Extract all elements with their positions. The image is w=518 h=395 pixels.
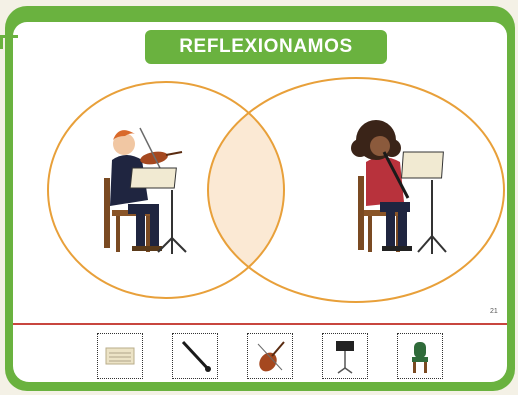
chair-icon [412, 342, 428, 373]
thumbnail-chair[interactable] [397, 333, 443, 379]
divider-line [13, 323, 507, 325]
music-stand-icon [336, 341, 354, 374]
page-number: 21 [490, 308, 498, 315]
venn-left-circle [47, 81, 285, 299]
clarinet-icon [181, 340, 211, 372]
violin-icon [257, 341, 285, 372]
sheet-music-icon [105, 347, 135, 365]
thumbnail-sheet-music[interactable] [97, 333, 143, 379]
thumbnail-music-stand[interactable] [322, 333, 368, 379]
venn-right-circle [207, 77, 505, 303]
section-title: REFLEXIONAMOS [179, 36, 353, 57]
section-title-tab: REFLEXIONAMOS [145, 30, 387, 64]
venn-overlap [208, 82, 284, 298]
thumbnail-clarinet[interactable] [172, 333, 218, 379]
frame-accent [0, 35, 18, 38]
violinist-illustration [104, 127, 187, 254]
frame-accent-vertical [0, 35, 3, 49]
thumbnail-violin[interactable] [247, 333, 293, 379]
clarinetist-illustration [351, 120, 447, 254]
